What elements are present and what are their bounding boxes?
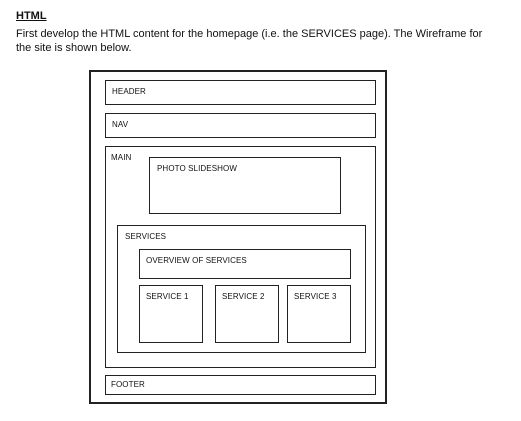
overview-label: OVERVIEW OF SERVICES: [146, 256, 247, 265]
wireframe-nav-box: NAV: [105, 113, 376, 138]
footer-label: FOOTER: [111, 380, 145, 389]
service-1-label: SERVICE 1: [146, 292, 189, 301]
wireframe-service-2-box: SERVICE 2: [215, 285, 279, 343]
main-label: MAIN: [111, 153, 132, 162]
service-2-label: SERVICE 2: [222, 292, 265, 301]
services-label: SERVICES: [125, 232, 167, 241]
nav-label: NAV: [112, 120, 129, 129]
photo-slideshow-label: PHOTO SLIDESHOW: [157, 164, 238, 173]
wireframe-photo-slideshow-box: PHOTO SLIDESHOW: [149, 157, 341, 214]
wireframe-service-3-box: SERVICE 3: [287, 285, 351, 343]
document-heading: HTML: [16, 10, 47, 22]
wireframe-header-box: HEADER: [105, 80, 376, 105]
wireframe-service-1-box: SERVICE 1: [139, 285, 203, 343]
service-3-label: SERVICE 3: [294, 292, 337, 301]
intro-paragraph: First develop the HTML content for the h…: [16, 28, 483, 54]
header-label: HEADER: [112, 87, 146, 96]
wireframe-overview-box: OVERVIEW OF SERVICES: [139, 249, 351, 279]
wireframe-footer-box: FOOTER: [105, 375, 376, 395]
